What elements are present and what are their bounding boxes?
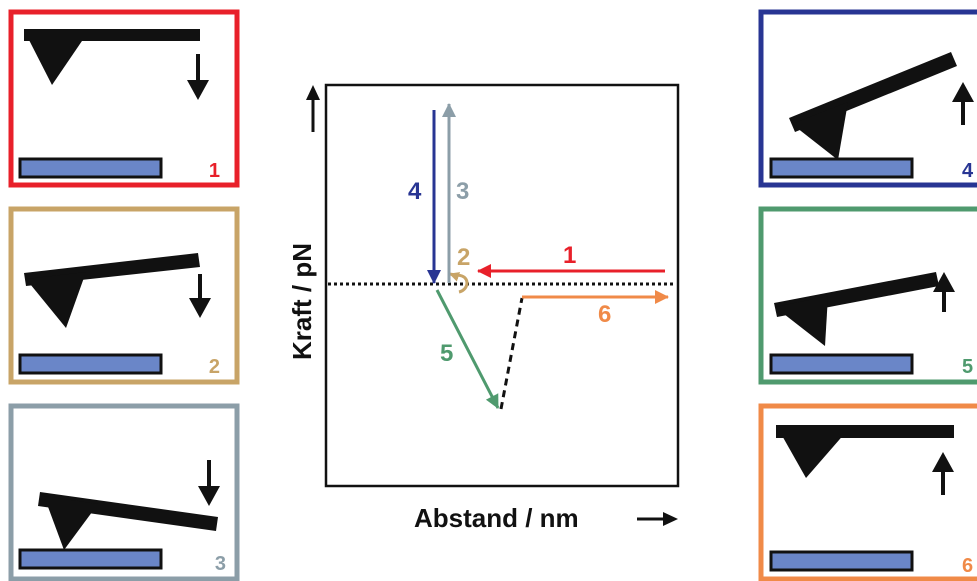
cantilever-4: [789, 52, 957, 160]
arrow-down-icon: [187, 54, 209, 100]
panel-number-1: 1: [209, 160, 220, 182]
cantilever-6: [776, 425, 954, 478]
panel-4: 4: [758, 9, 977, 188]
panel-2: 2: [8, 206, 240, 385]
y-axis-label: Kraft / pN: [287, 243, 317, 360]
cantilever-3: [38, 492, 218, 550]
segment-1-label: 1: [563, 242, 576, 269]
segment-5-label: 5: [440, 340, 453, 367]
y-axis-arrow-icon: [306, 85, 320, 132]
segment-6-label: 6: [598, 301, 611, 328]
panel-number-6: 6: [962, 555, 973, 577]
substrate-2: [18, 353, 163, 375]
panel-6: 6: [758, 403, 977, 581]
arrow-up-icon: [933, 272, 955, 312]
cantilever-2: [24, 253, 200, 328]
arrow-down-icon: [198, 460, 220, 506]
panel-5: 5: [758, 206, 977, 385]
substrate-3: [18, 548, 163, 570]
panel-3: 3: [8, 403, 240, 581]
x-axis-label: Abstand / nm: [414, 503, 579, 533]
panel-1: 1: [8, 9, 240, 188]
panel-number-2: 2: [209, 356, 220, 378]
x-axis-arrow-icon: [637, 512, 678, 526]
substrate-1: [18, 157, 163, 179]
cantilever-5: [774, 272, 939, 346]
panel-number-3: 3: [215, 553, 226, 575]
arrow-down-icon: [189, 274, 211, 318]
panel-number-5: 5: [962, 356, 973, 378]
force-distance-plot: Kraft / pN Abstand / nm 1 2 3 4 5 6: [287, 83, 680, 533]
segment-2-label: 2: [457, 244, 470, 271]
snap-off-line: [499, 297, 524, 410]
substrate-4: [769, 157, 914, 179]
segment-2-arrow: [449, 272, 469, 294]
arrow-up-icon: [952, 82, 974, 125]
segment-4-label: 4: [408, 178, 422, 205]
cantilever-1: [24, 29, 200, 85]
arrow-up-icon: [932, 452, 954, 495]
segment-5-arrow: [435, 289, 500, 409]
substrate-5: [769, 353, 914, 375]
panel-number-4: 4: [962, 160, 974, 182]
segment-3-label: 3: [456, 178, 469, 205]
substrate-6: [769, 550, 914, 572]
